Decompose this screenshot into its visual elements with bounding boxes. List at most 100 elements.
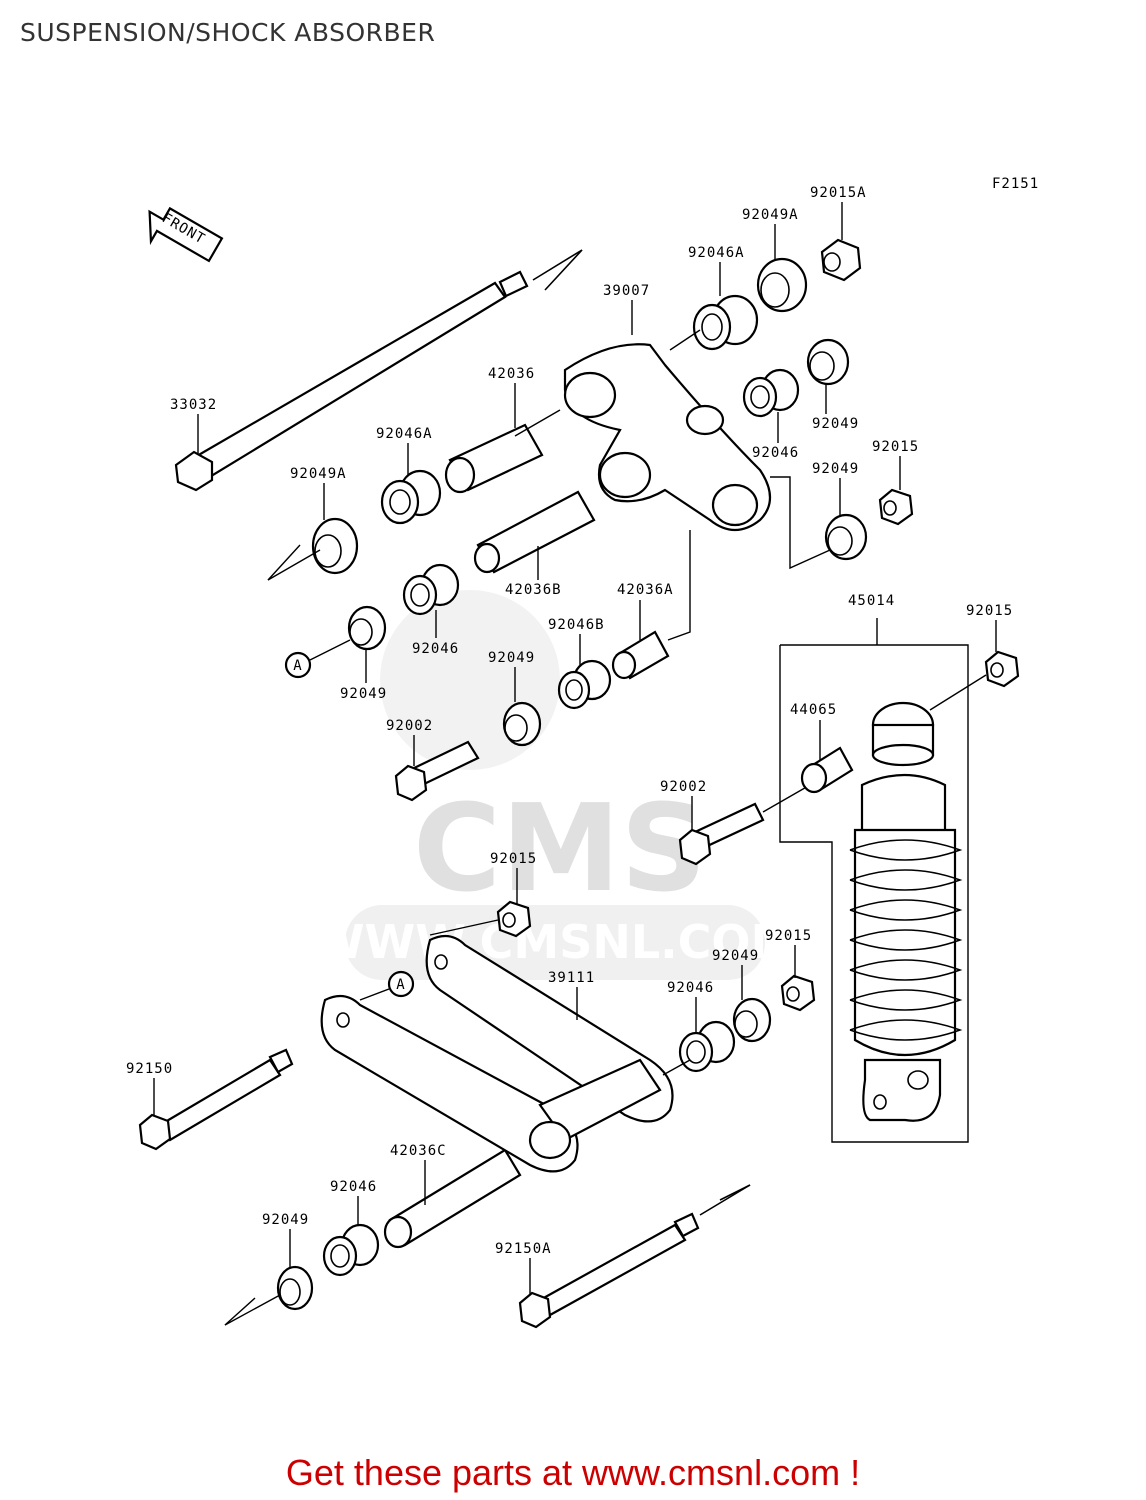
collar-42036B (473, 490, 596, 574)
callout-44065: 44065 (790, 702, 837, 760)
reference-marker-a-upper: A (284, 639, 351, 679)
callout-92049A-left: 92049A (290, 466, 347, 520)
callout-92015-shock: 92015 (966, 603, 1013, 652)
callout-92049-right2: 92049 (812, 461, 859, 516)
seal-92049A-left (311, 517, 359, 575)
callout-92046-mid: 92046 (412, 610, 458, 657)
watermark-logo: CMS (413, 780, 707, 919)
callout-92049-bottom: 92049 (262, 1212, 309, 1267)
bearing-92046-mid (402, 563, 460, 616)
svg-text:92049: 92049 (488, 650, 535, 666)
svg-text:92049: 92049 (812, 416, 859, 432)
bolt-92002-right (678, 784, 811, 866)
nut-92015A-top (820, 238, 862, 282)
seal-92049-mid (502, 701, 542, 747)
shock-bracket (779, 644, 969, 1143)
callout-92046-low: 92046 (667, 980, 714, 1032)
callout-42036A: 42036A (617, 582, 674, 640)
collar-42036A (611, 630, 670, 680)
bearing-92046B (557, 659, 612, 710)
bearing-92046-right (742, 368, 800, 418)
svg-text:92015A: 92015A (810, 185, 867, 201)
watermark-url: WWW.CMSNL.COM (314, 915, 797, 969)
nut-92015-mid (496, 900, 532, 938)
reference-marker-a-lower: A (359, 970, 415, 1001)
collar-44065 (800, 746, 854, 794)
svg-text:92046: 92046 (752, 445, 799, 461)
callout-39111: 39111 (548, 970, 595, 1020)
svg-text:42036A: 42036A (617, 582, 674, 598)
bearing-92046A-top (692, 294, 759, 351)
svg-text:92049A: 92049A (290, 466, 347, 482)
assembly-lines (224, 329, 831, 1326)
svg-text:92049: 92049 (712, 948, 759, 964)
nut-92015-low (780, 974, 816, 1012)
seal-92049-left (347, 605, 387, 651)
svg-text:92049: 92049 (262, 1212, 309, 1228)
svg-text:92015: 92015 (872, 439, 919, 455)
svg-text:92046: 92046 (330, 1179, 377, 1195)
callout-42036C: 42036C (390, 1143, 447, 1205)
nut-92015-shock (984, 650, 1020, 688)
collar-42036 (444, 423, 544, 494)
callout-92049-left: 92049 (340, 650, 387, 702)
callout-92002-left: 92002 (386, 718, 432, 766)
svg-text:39007: 39007 (603, 283, 650, 299)
callout-92049-right: 92049 (812, 384, 859, 432)
rocker-arm-39007 (563, 343, 772, 532)
bolt-92002-left (394, 740, 480, 802)
figure-code: F2151 (992, 176, 1039, 192)
callout-92015-low: 92015 (765, 928, 811, 978)
svg-text:42036: 42036 (488, 366, 535, 382)
callout-92049-mid: 92049 (488, 650, 535, 702)
svg-text:42036C: 42036C (390, 1143, 447, 1159)
callout-92015-right: 92015 (872, 439, 919, 490)
callout-33032: 33032 (170, 397, 217, 455)
svg-text:92046B: 92046B (548, 617, 605, 633)
svg-text:92046: 92046 (667, 980, 714, 996)
callout-92046-right: 92046 (752, 412, 799, 461)
seal-92049-right (806, 338, 850, 386)
svg-text:92015: 92015 (966, 603, 1013, 619)
svg-text:92049A: 92049A (742, 207, 799, 223)
front-arrow-icon: FRONT (148, 206, 224, 263)
callout-92150: 92150 (126, 1061, 173, 1115)
callout-92002-right: 92002 (660, 779, 707, 830)
callout-42036B: 42036B (505, 546, 562, 598)
svg-text:33032: 33032 (170, 397, 217, 413)
bearing-92046-bottom (322, 1223, 380, 1277)
seal-92049-right2 (824, 513, 868, 561)
svg-text:92150A: 92150A (495, 1241, 552, 1257)
callout-92046A-left: 92046A (376, 426, 433, 475)
shock-absorber-45014 (849, 701, 963, 1122)
seal-92049-low (732, 997, 772, 1043)
bolt-92150A (518, 1184, 751, 1329)
callout-39007: 39007 (603, 283, 650, 335)
callout-92046B: 92046B (548, 617, 605, 665)
bearing-92046A-left (380, 469, 442, 525)
shaft-33032 (174, 249, 583, 492)
svg-text:92015: 92015 (490, 851, 537, 867)
watermark: CMS WWW.CMSNL.COM (314, 590, 797, 980)
svg-text:92002: 92002 (660, 779, 707, 795)
svg-text:92049: 92049 (812, 461, 859, 477)
svg-text:92046A: 92046A (688, 245, 745, 261)
svg-text:A: A (293, 658, 302, 674)
svg-text:39111: 39111 (548, 970, 595, 986)
svg-text:42036B: 42036B (505, 582, 562, 598)
callout-92046A-top: 92046A (688, 245, 745, 296)
svg-text:92150: 92150 (126, 1061, 173, 1077)
callout-92046-bottom: 92046 (330, 1179, 377, 1225)
callout-92150A: 92150A (495, 1241, 552, 1295)
svg-text:A: A (396, 977, 405, 993)
link-39111 (320, 934, 674, 1173)
svg-text:44065: 44065 (790, 702, 837, 718)
callout-42036: 42036 (488, 366, 535, 428)
callout-92015A-top: 92015A (810, 185, 867, 240)
page-title: SUSPENSION/SHOCK ABSORBER (20, 18, 436, 47)
svg-text:92049: 92049 (340, 686, 387, 702)
bolt-92150 (138, 1048, 294, 1151)
footer-promo-link[interactable]: Get these parts at www.cmsnl.com ! (285, 1452, 861, 1493)
svg-text:92046A: 92046A (376, 426, 433, 442)
